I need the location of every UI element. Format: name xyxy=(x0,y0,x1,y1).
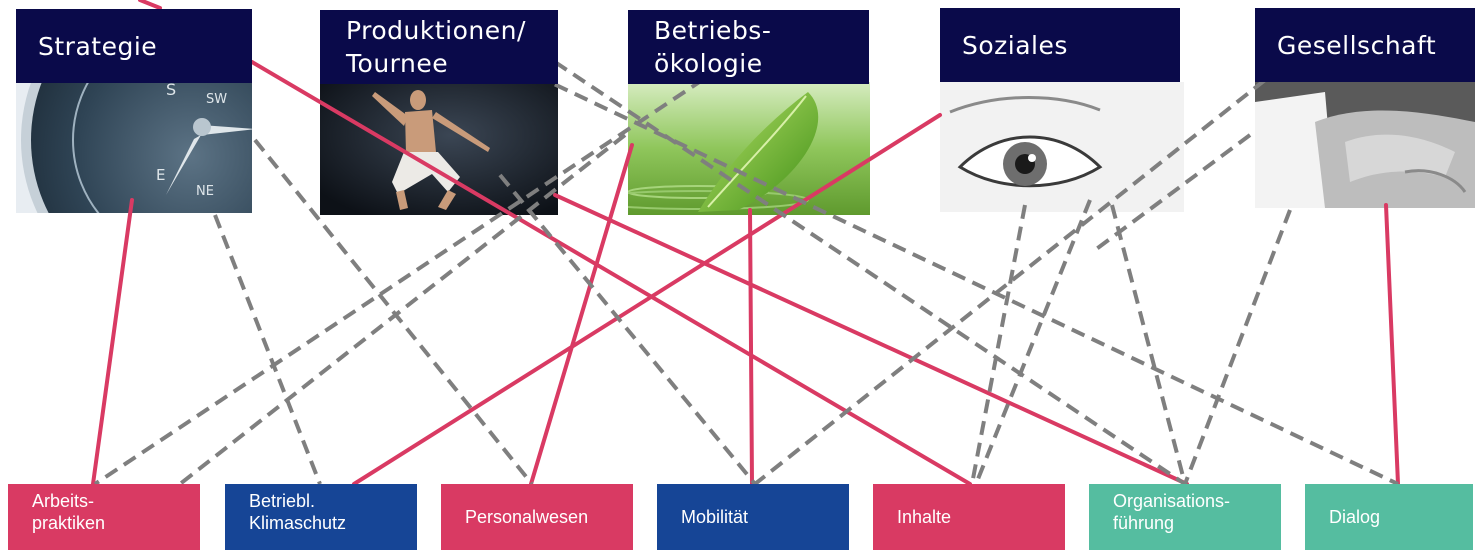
dashed-line-13 xyxy=(1183,209,1292,485)
measure-dialog: Dialog xyxy=(1305,484,1473,550)
category-betriebsoekologie: Betriebs- ökologie xyxy=(628,10,869,84)
measure-mobilitaet: Mobilität xyxy=(657,484,849,550)
dashed-line-3 xyxy=(213,214,322,485)
dancer-photo xyxy=(320,82,558,215)
svg-text:NE: NE xyxy=(196,184,214,199)
solid-line-strategie-arbeitspraktiken xyxy=(91,198,134,486)
solid-line-produktionen-organisationsfuehrung xyxy=(553,193,1189,486)
eye-image xyxy=(940,82,1184,212)
measure-inhalte: Inhalte xyxy=(873,484,1065,550)
leaf-image xyxy=(628,82,870,215)
category-strategie: Strategie xyxy=(16,9,252,83)
dashed-line-10 xyxy=(1110,204,1187,485)
dashed-line-5 xyxy=(498,173,757,486)
category-soziales: Soziales xyxy=(940,8,1180,82)
solid-line-betriebsoekologie-mobilitaet xyxy=(748,208,754,486)
solid-line-gesellschaft-dialog xyxy=(1384,203,1400,486)
svg-text:SW: SW xyxy=(206,92,227,107)
measure-organisationsfuehrung: Organisations- führung xyxy=(1089,484,1281,550)
category-gesellschaft: Gesellschaft xyxy=(1255,8,1475,82)
measure-personalwesen: Personalwesen xyxy=(441,484,633,550)
svg-text:E: E xyxy=(156,166,165,184)
solid-line-strategie-top xyxy=(138,0,162,10)
leaf-photo xyxy=(628,82,870,215)
dashed-line-8 xyxy=(970,204,1027,485)
measure-betriebl-klimaschutz: Betriebl. Klimaschutz xyxy=(225,484,417,550)
measure-arbeitspraktiken: Arbeits- praktiken xyxy=(8,484,200,550)
eye-photo xyxy=(940,82,1184,212)
dashed-line-9 xyxy=(974,199,1092,485)
hands-image xyxy=(1255,82,1475,208)
hands-photo xyxy=(1255,82,1475,208)
category-produktionen-tournee: Produktionen/ Tournee xyxy=(320,10,558,84)
dancer-image xyxy=(320,82,558,215)
